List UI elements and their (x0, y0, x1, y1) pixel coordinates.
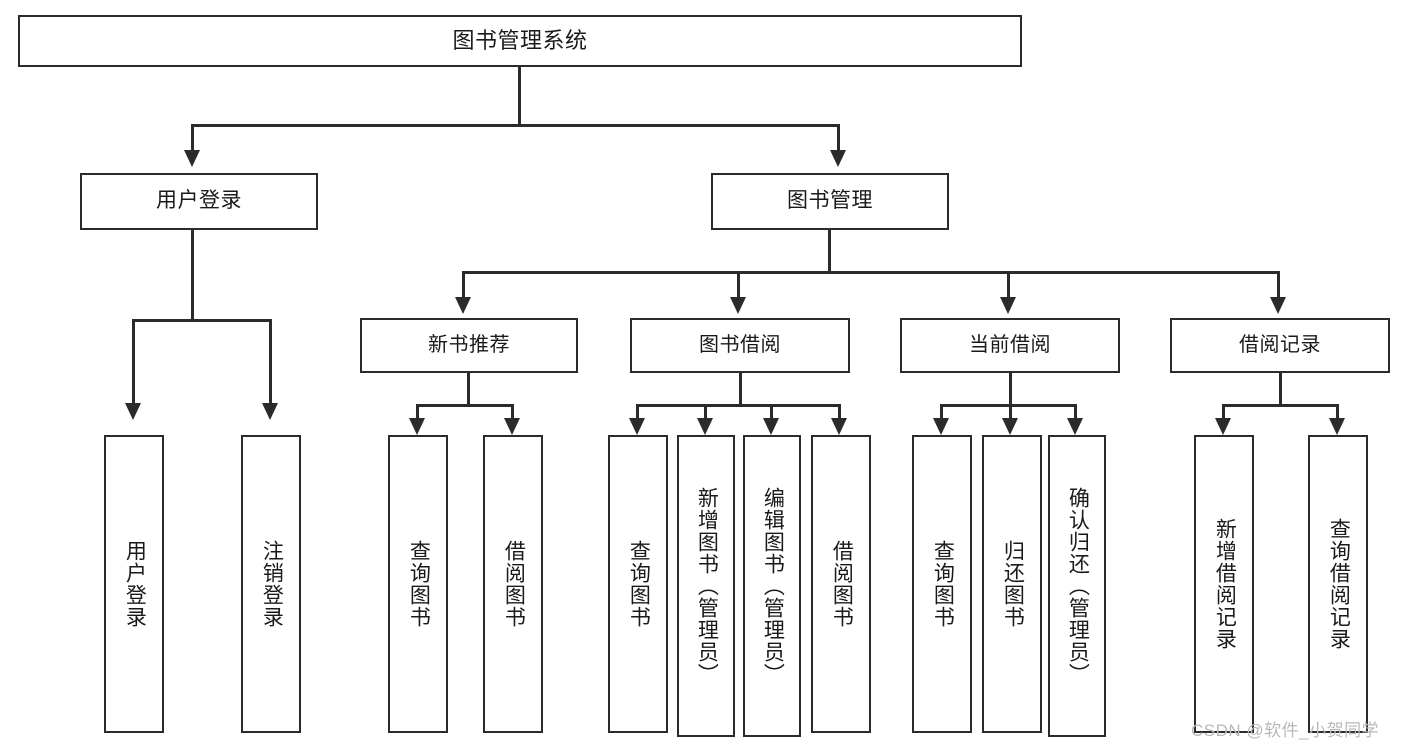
leaf-label: 查询借阅记录 (1327, 518, 1351, 650)
connector-borrow-bus (636, 404, 841, 407)
leaf-label: 确认归还（管理员） (1066, 487, 1090, 685)
connector-current-bus (940, 404, 1077, 407)
node-new-book-recommend: 新书推荐 (360, 318, 578, 373)
node-book-management: 图书管理 (711, 173, 949, 230)
node-book-borrow: 图书借阅 (630, 318, 850, 373)
arrowhead-to-user-login (184, 150, 200, 167)
leaf-borrow-book-recommend: 借阅图书 (483, 435, 543, 733)
connector-root-drop-2 (837, 124, 840, 150)
arrowhead-current-leaf-2 (1002, 418, 1018, 435)
leaf-confirm-return-admin: 确认归还（管理员） (1048, 435, 1106, 737)
leaf-label: 用户登录 (123, 540, 147, 628)
connector-recommend-drop-2 (511, 404, 514, 418)
connector-book-management-stem (828, 230, 831, 272)
leaf-label: 注销登录 (260, 540, 284, 628)
arrowhead-borrow-leaf-3 (763, 418, 779, 435)
connector-recommend-bus (416, 404, 514, 407)
leaf-user-login: 用户登录 (104, 435, 164, 733)
leaf-label: 编辑图书（管理员） (761, 487, 785, 685)
node-root-library-system: 图书管理系统 (18, 15, 1022, 67)
arrowhead-to-current-borrow (1000, 297, 1016, 314)
connector-user-login-stem (191, 230, 194, 320)
connector-record-drop-2 (1336, 404, 1339, 418)
connector-borrow-drop-4 (838, 404, 841, 418)
connector-borrow-stem (739, 373, 742, 405)
leaf-label: 归还图书 (1001, 540, 1025, 628)
arrowhead-to-borrow-record (1270, 297, 1286, 314)
leaf-label: 新增图书（管理员） (695, 487, 719, 685)
leaf-label: 新增借阅记录 (1213, 518, 1237, 650)
connector-record-stem (1279, 373, 1282, 405)
connector-level2-drop-1 (462, 271, 465, 297)
connector-level2-bus (462, 271, 1280, 274)
connector-recommend-stem (467, 373, 470, 405)
node-borrow-record: 借阅记录 (1170, 318, 1390, 373)
leaf-query-book-recommend: 查询图书 (388, 435, 448, 733)
connector-record-bus (1222, 404, 1339, 407)
connector-user-login-drop-1 (132, 319, 135, 403)
connector-borrow-drop-2 (704, 404, 707, 418)
leaf-borrow-book: 借阅图书 (811, 435, 871, 733)
leaf-label: 查询图书 (627, 540, 651, 628)
leaf-label: 借阅图书 (502, 540, 526, 628)
node-current-borrow: 当前借阅 (900, 318, 1120, 373)
connector-user-login-bus (132, 319, 272, 322)
arrowhead-recommend-leaf-2 (504, 418, 520, 435)
arrowhead-to-book-borrow (730, 297, 746, 314)
arrowhead-record-leaf-1 (1215, 418, 1231, 435)
connector-recommend-drop-1 (416, 404, 419, 418)
node-user-login: 用户登录 (80, 173, 318, 230)
leaf-add-book-admin: 新增图书（管理员） (677, 435, 735, 737)
connector-level2-drop-4 (1277, 271, 1280, 297)
connector-current-drop-3 (1074, 404, 1077, 418)
node-label: 新书推荐 (428, 334, 510, 356)
connector-current-stem (1009, 373, 1012, 405)
csdn-watermark: CSDN @软件_小贺同学 (1191, 721, 1380, 740)
connector-level2-drop-3 (1007, 271, 1010, 297)
leaf-label: 查询图书 (407, 540, 431, 628)
connector-root-drop-1 (191, 124, 194, 150)
leaf-query-borrow-record: 查询借阅记录 (1308, 435, 1368, 733)
arrowhead-recommend-leaf-1 (409, 418, 425, 435)
node-label: 借阅记录 (1239, 334, 1321, 356)
node-label: 用户登录 (156, 189, 242, 213)
arrowhead-borrow-leaf-1 (629, 418, 645, 435)
node-label: 图书借阅 (699, 334, 781, 356)
arrowhead-to-leaf-user-login (125, 403, 141, 420)
leaf-query-book-borrow: 查询图书 (608, 435, 668, 733)
leaf-label: 借阅图书 (830, 540, 854, 628)
connector-borrow-drop-1 (636, 404, 639, 418)
arrowhead-borrow-leaf-4 (831, 418, 847, 435)
connector-root-stem (518, 67, 521, 125)
leaf-edit-book-admin: 编辑图书（管理员） (743, 435, 801, 737)
arrowhead-current-leaf-1 (933, 418, 949, 435)
connector-current-drop-1 (940, 404, 943, 418)
node-label: 图书管理 (787, 189, 873, 213)
connector-borrow-drop-3 (770, 404, 773, 418)
connector-user-login-drop-2 (269, 319, 272, 403)
leaf-query-book-current: 查询图书 (912, 435, 972, 733)
leaf-return-book: 归还图书 (982, 435, 1042, 733)
arrowhead-to-book-management (830, 150, 846, 167)
arrowhead-to-new-book-recommend (455, 297, 471, 314)
connector-root-bus (191, 124, 840, 127)
connector-current-drop-2 (1009, 404, 1012, 418)
leaf-add-borrow-record: 新增借阅记录 (1194, 435, 1254, 733)
arrowhead-record-leaf-2 (1329, 418, 1345, 435)
connector-level2-drop-2 (737, 271, 740, 297)
leaf-label: 查询图书 (931, 540, 955, 628)
connector-record-drop-1 (1222, 404, 1225, 418)
leaf-logout: 注销登录 (241, 435, 301, 733)
arrowhead-to-leaf-logout (262, 403, 278, 420)
arrowhead-borrow-leaf-2 (697, 418, 713, 435)
node-label: 图书管理系统 (452, 28, 588, 54)
node-label: 当前借阅 (969, 334, 1051, 356)
arrowhead-current-leaf-3 (1067, 418, 1083, 435)
